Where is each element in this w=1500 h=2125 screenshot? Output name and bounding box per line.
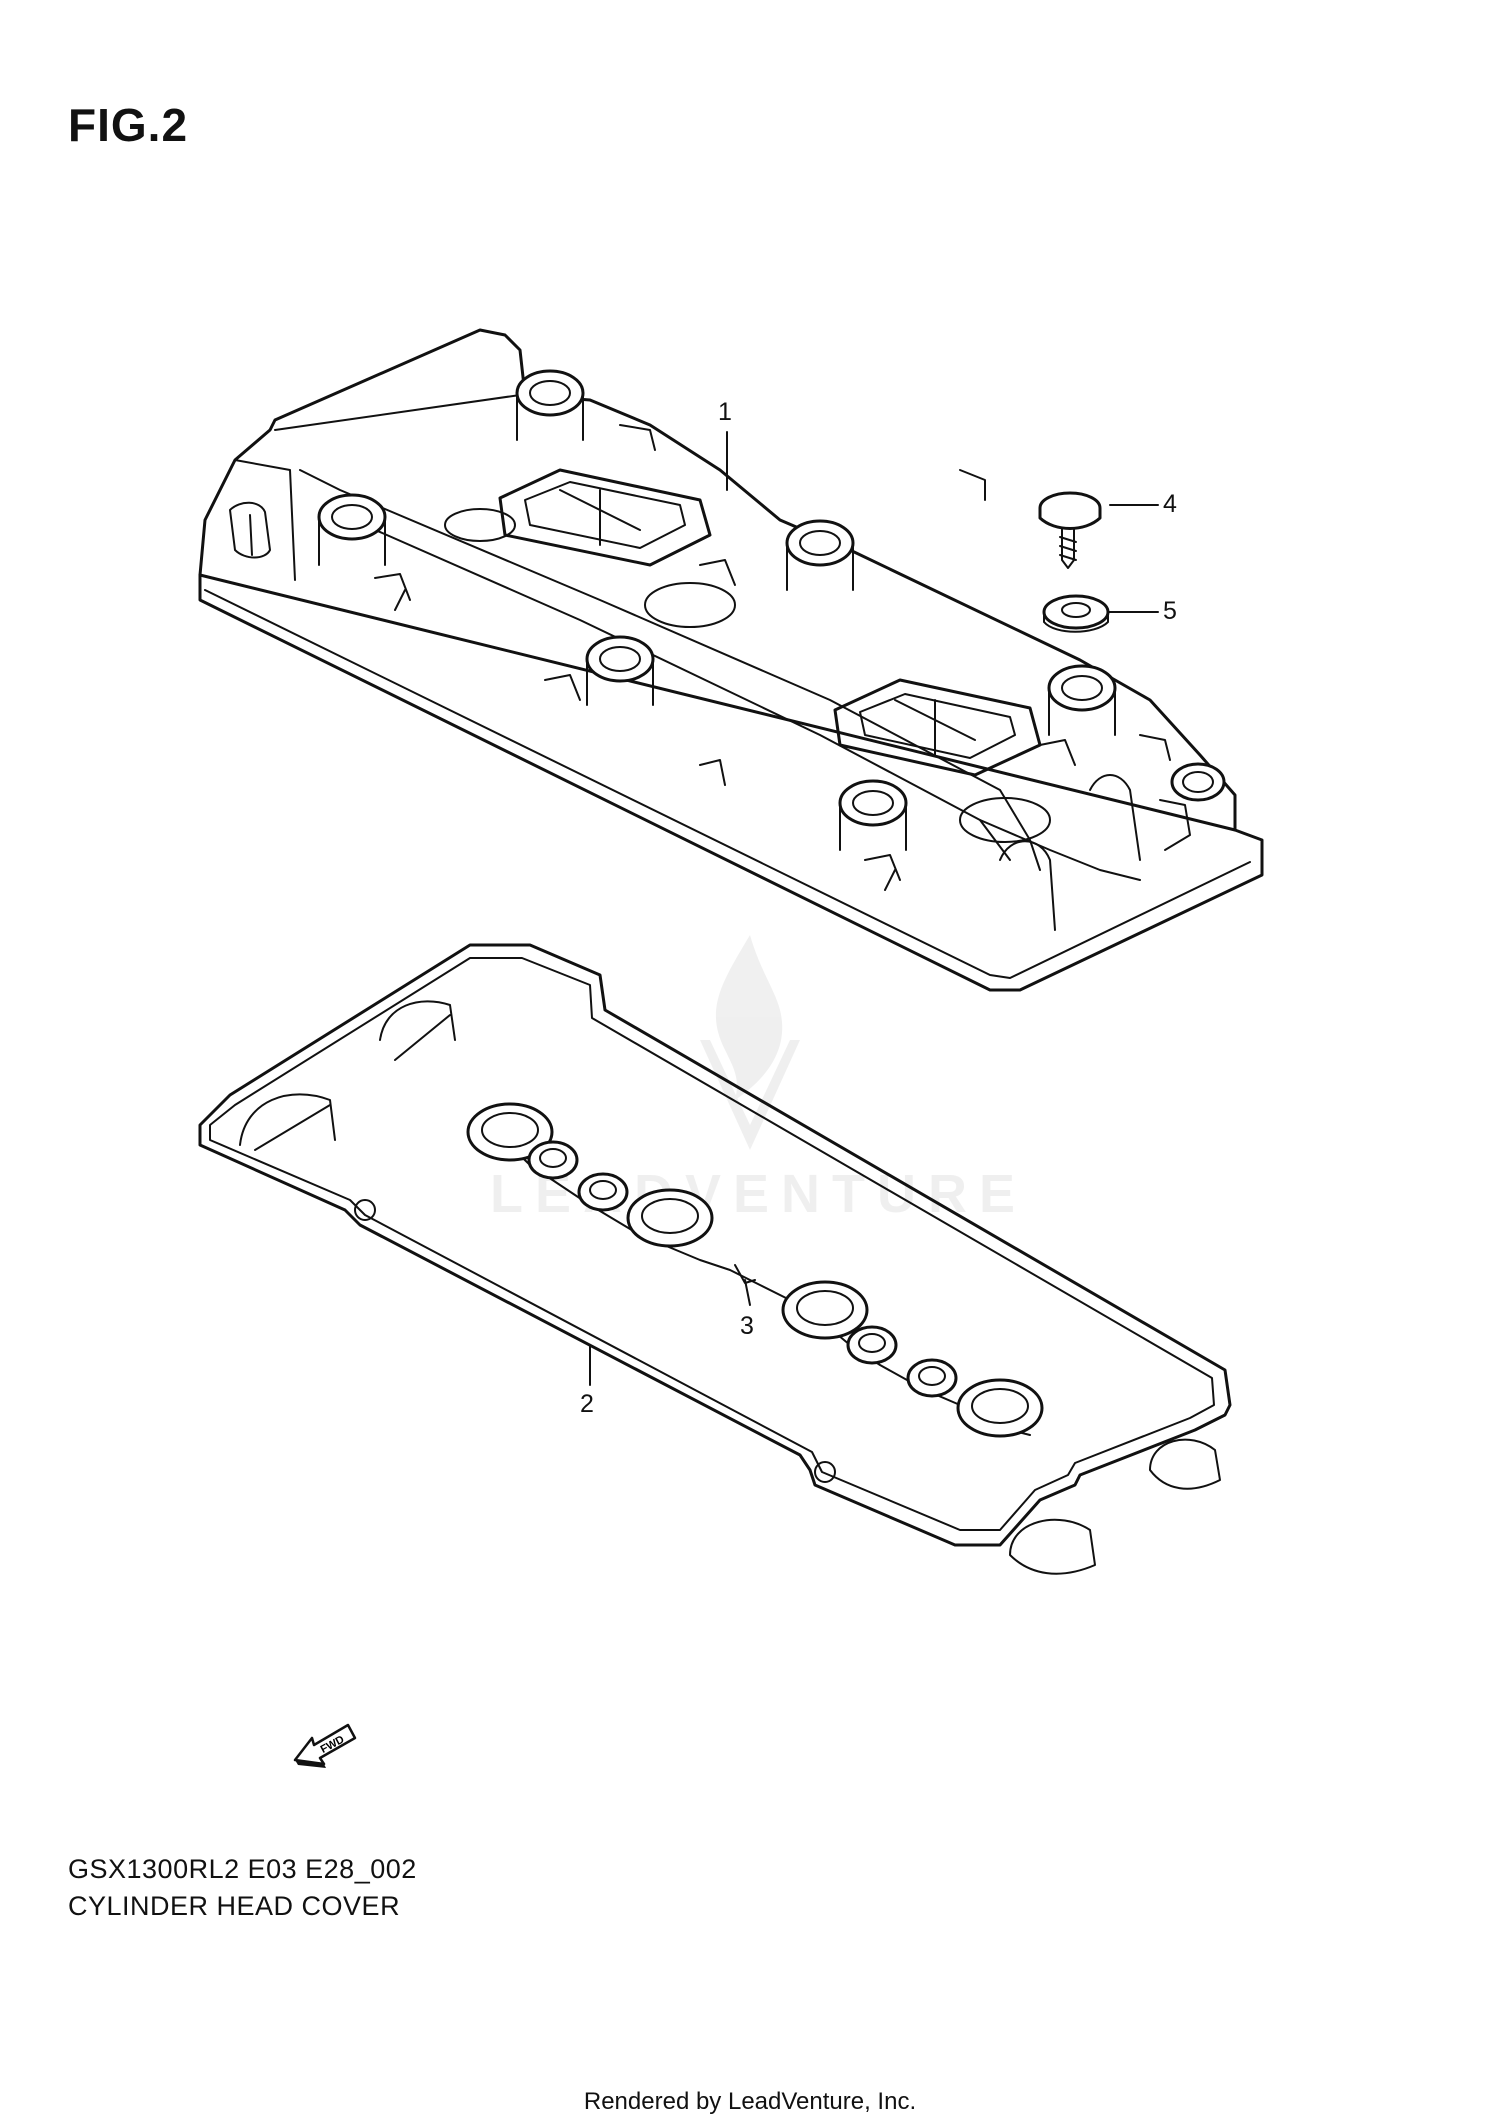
fwd-label: FWD (319, 1734, 347, 1756)
watermark-text: LEADVENTURE (490, 1164, 1028, 1224)
washer-part[interactable] (1042, 594, 1110, 633)
screw-part[interactable] (1038, 491, 1102, 569)
callout-part-5[interactable]: 5 (1163, 597, 1177, 625)
fwd-arrow-icon: FWD (293, 1723, 357, 1768)
head-cover-gasket-part[interactable] (198, 943, 1232, 1575)
callout-part-1[interactable]: 1 (718, 398, 732, 426)
rendered-by-credit: Rendered by LeadVenture, Inc. (583, 2088, 917, 2115)
callout-part-3[interactable]: 3 (740, 1312, 754, 1340)
model-code: GSX1300RL2 E03 E28_002 (68, 1854, 417, 1884)
callout-part-2[interactable]: 2 (580, 1390, 594, 1418)
callout-part-4[interactable]: 4 (1163, 490, 1177, 518)
bolt-boss (515, 369, 585, 441)
section-name: CYLINDER HEAD COVER (68, 1891, 401, 1921)
cylinder-head-cover-part[interactable] (198, 328, 1264, 992)
flame-logo-icon (700, 935, 800, 1150)
plug-hole-gasket-part[interactable] (466, 1102, 1044, 1438)
figure-title: FIG.2 (68, 99, 189, 151)
